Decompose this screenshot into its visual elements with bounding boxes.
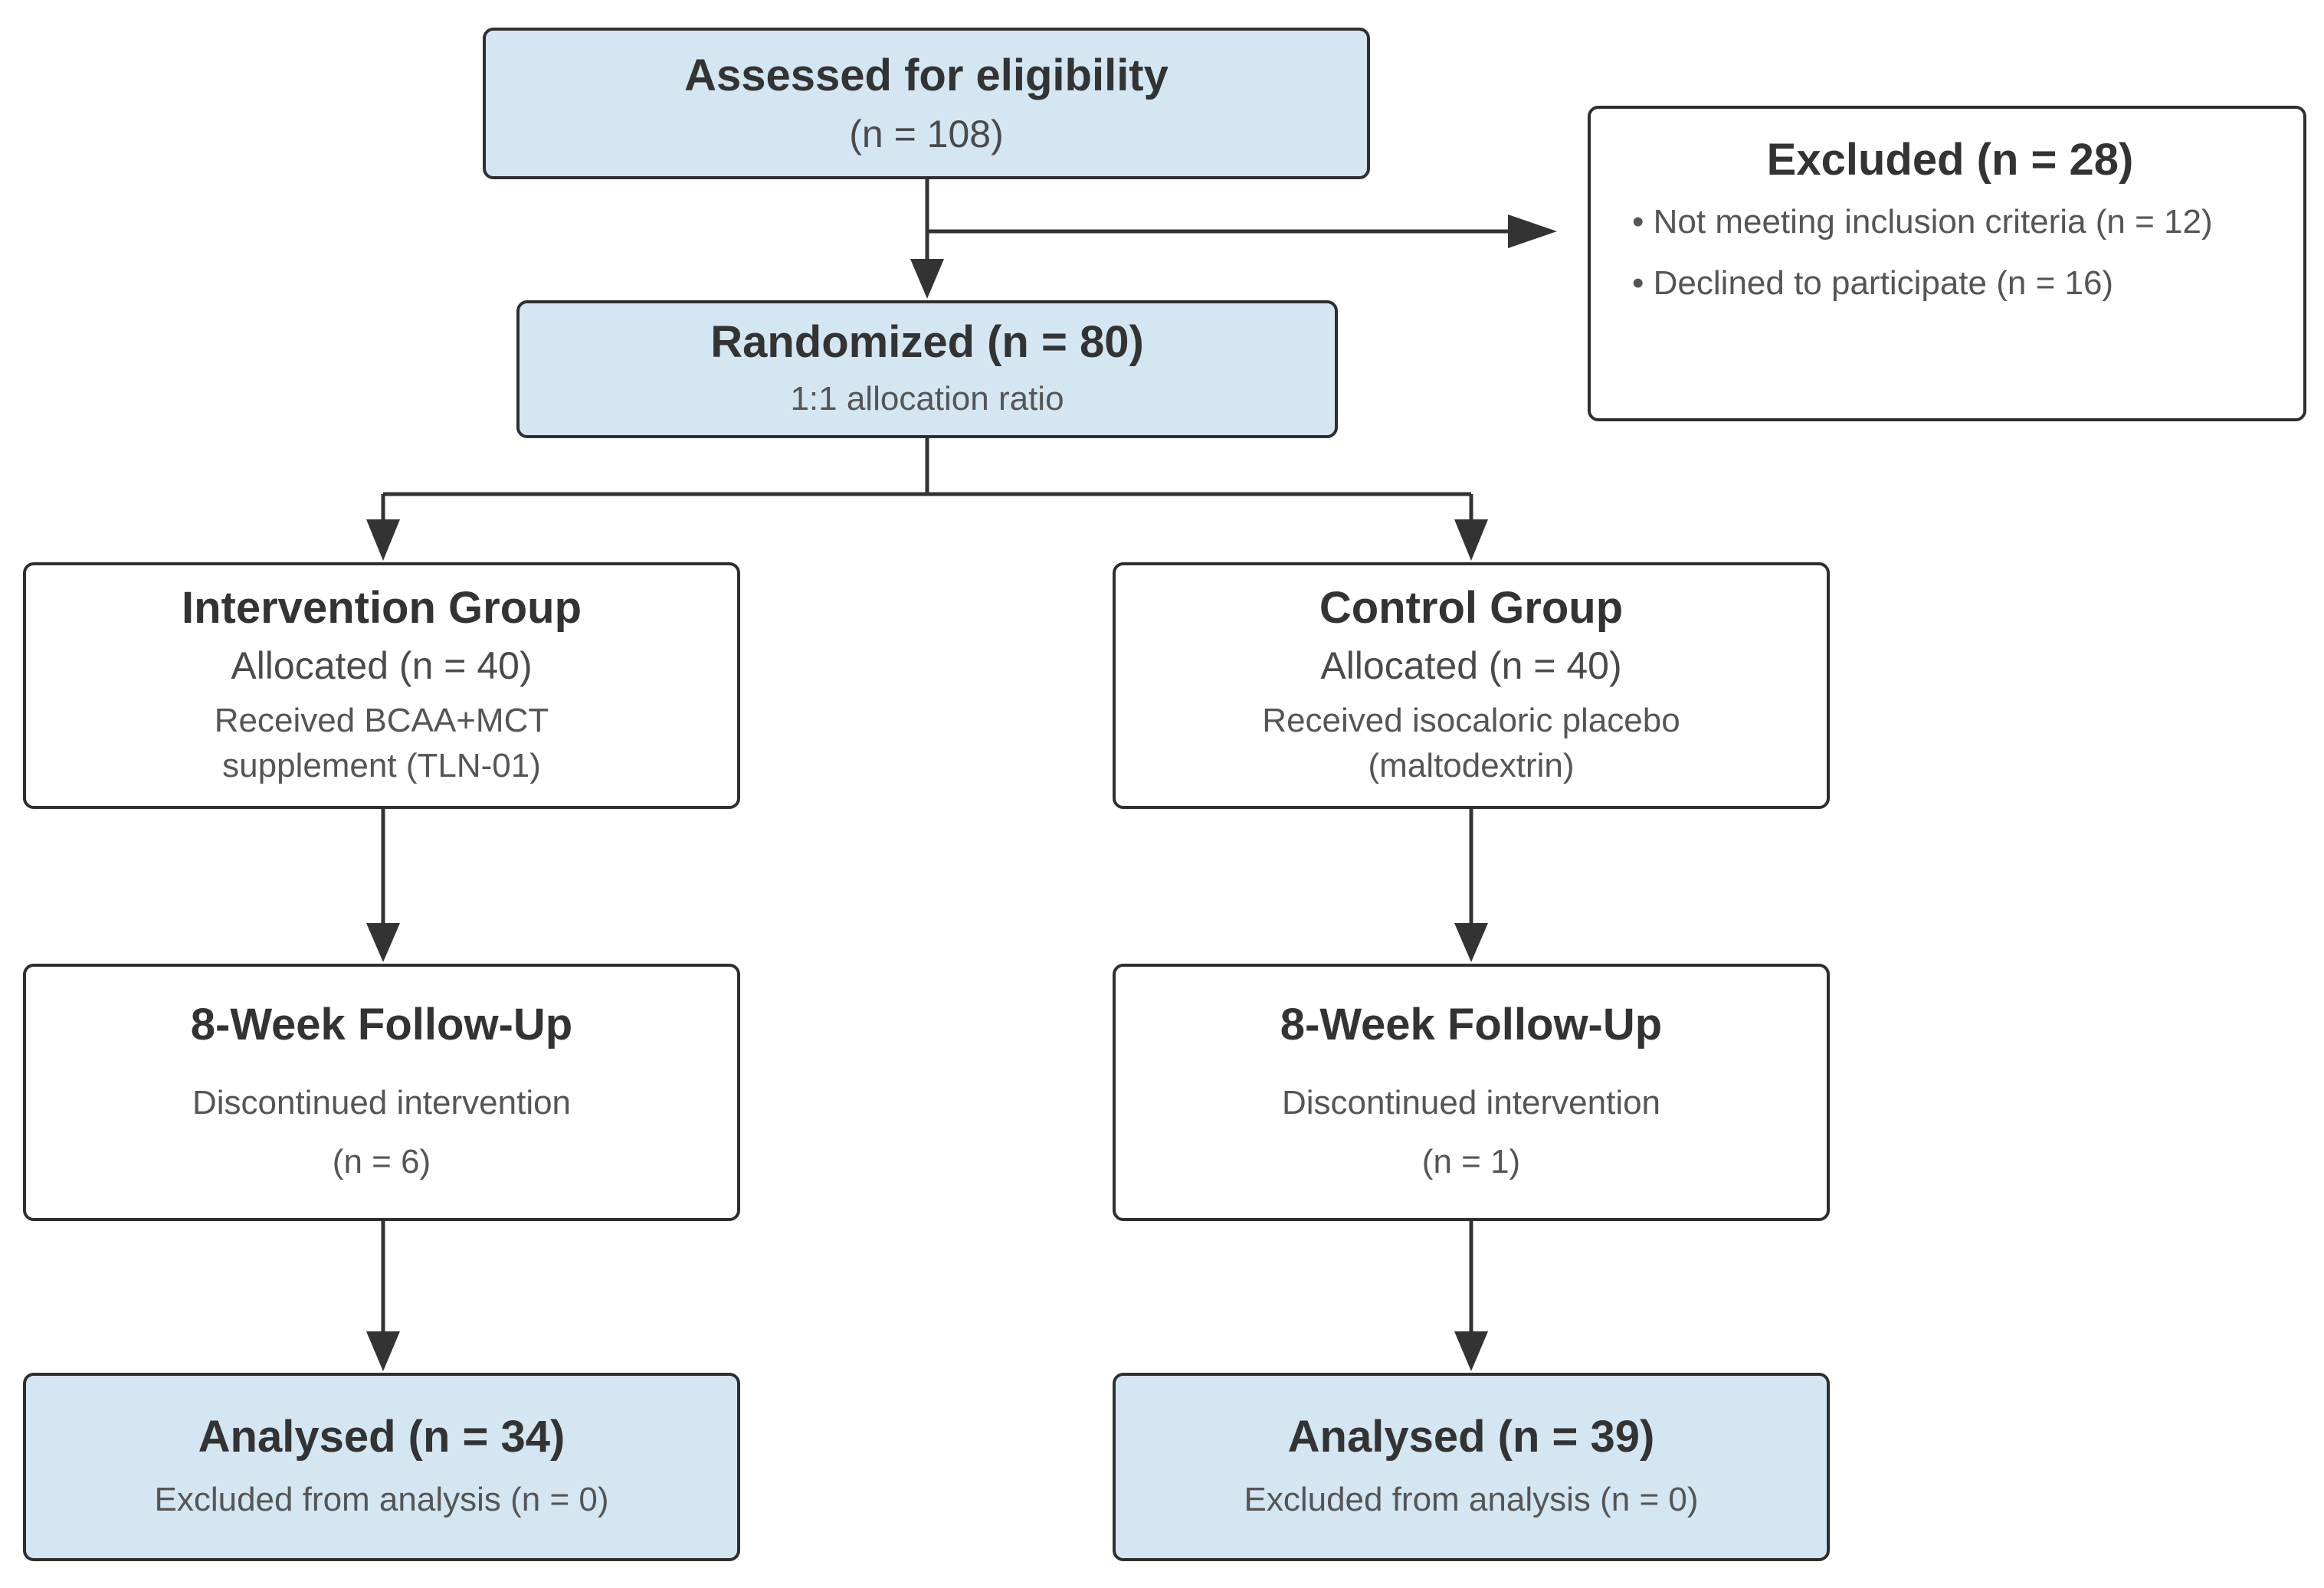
intervention-received: Received BCAA+MCT supplement (TLN-01) [214,701,549,785]
control-analysed-title: Analysed (n = 39) [1287,1411,1655,1462]
excluded-title: Excluded (n = 28) [1766,135,2134,185]
arrowhead-intervention [366,519,400,561]
intervention-allocated: Allocated (n = 40) [231,644,533,688]
control-allocated: Allocated (n = 40) [1320,644,1622,688]
arrowhead-control-analysed [1454,1331,1488,1371]
control-followup-box: 8-Week Follow-Up Discontinued interventi… [1113,964,1830,1221]
arrowhead-control [1454,519,1488,561]
arrowhead-intervention-followup [366,923,400,962]
arrowhead-excluded [1508,214,1557,248]
intervention-followup-box: 8-Week Follow-Up Discontinued interventi… [23,964,740,1221]
excluded-reasons: Not meeting inclusion criteria (n = 12) … [1627,200,2213,323]
intervention-discontinued-count: (n = 6) [332,1143,431,1181]
assessed-title: Assessed for eligibility [684,50,1169,100]
intervention-analysed-box: Analysed (n = 34) Excluded from analysis… [23,1373,740,1561]
excluded-reason: Not meeting inclusion criteria (n = 12) [1632,200,2213,244]
intervention-analysed-title: Analysed (n = 34) [198,1411,565,1462]
intervention-group-box: Intervention Group Allocated (n = 40) Re… [23,562,740,809]
assessed-box: Assessed for eligibility (n = 108) [483,28,1370,179]
intervention-group-title: Intervention Group [182,582,582,633]
excluded-reason: Declined to participate (n = 16) [1632,261,2213,306]
control-analysed-box: Analysed (n = 39) Excluded from analysis… [1113,1373,1830,1561]
control-discontinued: Discontinued intervention [1281,1083,1661,1121]
randomized-title: Randomized (n = 80) [710,316,1144,367]
control-group-box: Control Group Allocated (n = 40) Receive… [1113,562,1830,809]
intervention-analysis-excluded: Excluded from analysis (n = 0) [154,1480,609,1518]
arrowhead-randomized [910,259,944,299]
control-discontinued-count: (n = 1) [1421,1143,1521,1181]
intervention-followup-title: 8-Week Follow-Up [190,1000,573,1050]
arrowhead-control-followup [1454,923,1488,962]
control-received: Received isocaloric placebo (maltodextri… [1262,701,1680,785]
assessed-count: (n = 108) [849,112,1004,156]
randomized-ratio: 1:1 allocation ratio [790,379,1064,417]
arrowhead-intervention-analysed [366,1331,400,1371]
control-followup-title: 8-Week Follow-Up [1280,1000,1663,1050]
control-analysis-excluded: Excluded from analysis (n = 0) [1244,1480,1699,1518]
control-group-title: Control Group [1319,582,1624,633]
intervention-discontinued: Discontinued intervention [192,1083,572,1121]
excluded-box: Excluded (n = 28) Not meeting inclusion … [1588,106,2306,421]
randomized-box: Randomized (n = 80) 1:1 allocation ratio [516,300,1338,438]
